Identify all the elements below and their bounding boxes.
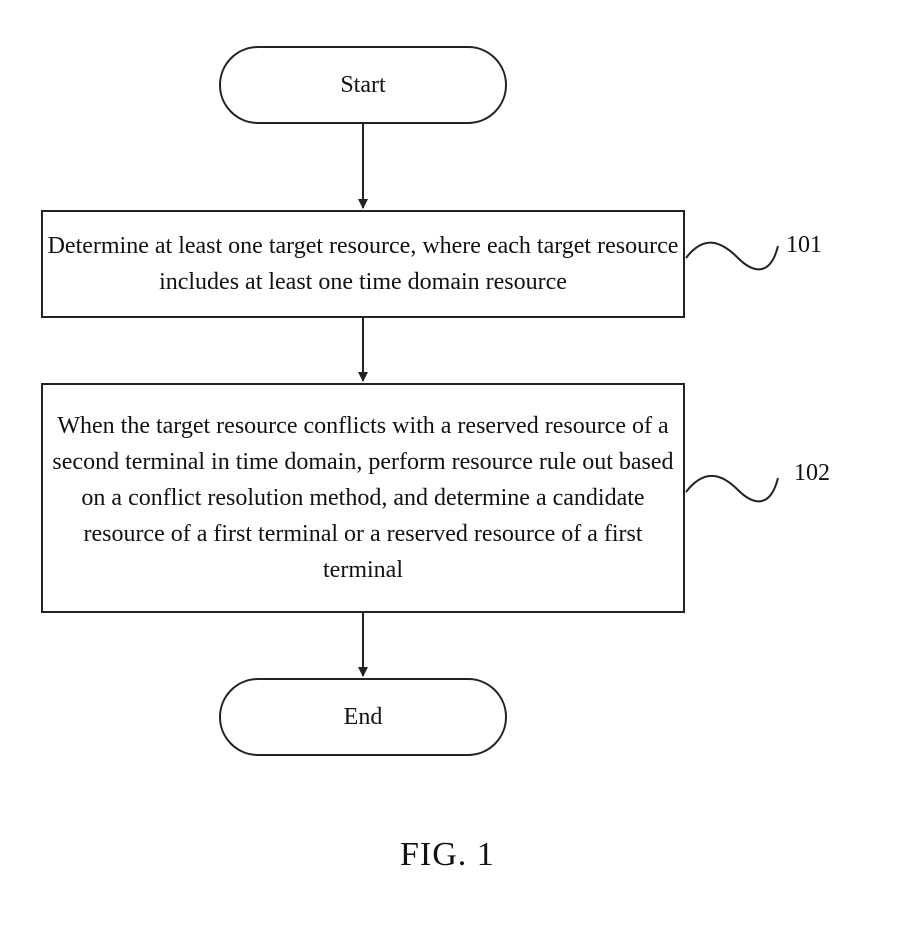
step-101-box: Determine at least one target resource, … — [41, 210, 685, 318]
end-label: End — [344, 704, 383, 731]
step-102-ref-label: 102 — [794, 460, 830, 487]
leader-line-102 — [686, 476, 778, 501]
step-102-text: When the target resource conflicts with … — [47, 408, 679, 588]
end-terminal: End — [219, 678, 507, 756]
start-terminal: Start — [219, 46, 507, 124]
step-101-text: Determine at least one target resource, … — [47, 228, 679, 300]
leader-line-101 — [686, 243, 778, 270]
step-101-ref-label: 101 — [786, 232, 822, 259]
start-label: Start — [340, 72, 385, 99]
step-102-box: When the target resource conflicts with … — [41, 383, 685, 613]
figure-caption: FIG. 1 — [400, 836, 495, 874]
